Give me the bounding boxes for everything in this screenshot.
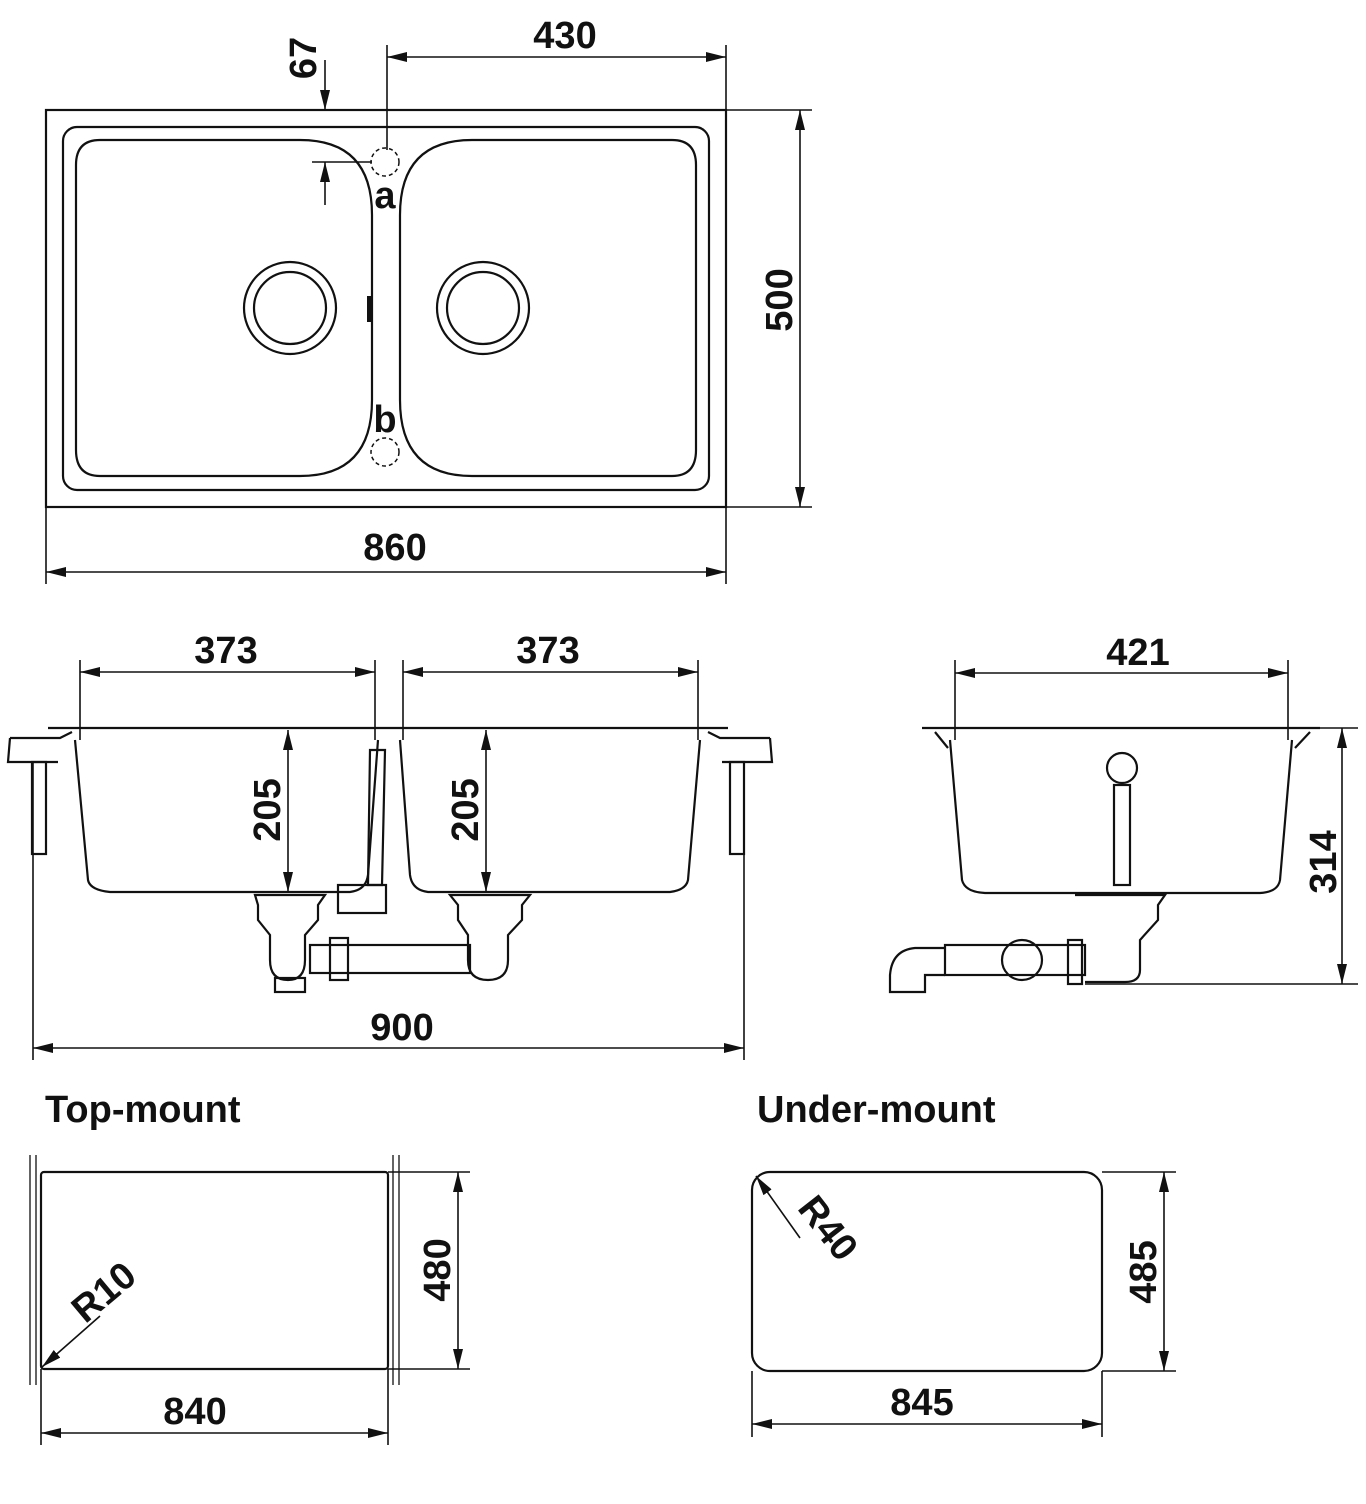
tap-b-label: b: [373, 399, 396, 441]
radius-r40: R40: [789, 1188, 865, 1269]
dim-421: 421: [1106, 632, 1169, 674]
dim-373-left: 373: [194, 630, 257, 672]
dim-480: 480: [417, 1238, 459, 1301]
tap-hole-b: [370, 437, 400, 467]
dim-67: 67: [283, 37, 325, 79]
dim-900: 900: [370, 1007, 433, 1049]
dim-860: 860: [363, 527, 426, 569]
clip-right: [728, 760, 746, 856]
under-mount-title: Under-mount: [757, 1089, 996, 1131]
dim-845: 845: [890, 1382, 953, 1424]
under-mount-cutout: Under-mount R40 485 845: [750, 1089, 1176, 1437]
dim-373-right: 373: [516, 630, 579, 672]
right-bowl: [398, 138, 698, 478]
tap-a-label: a: [374, 175, 396, 217]
dim-205-right: 205: [445, 778, 487, 841]
dim-205-left: 205: [247, 778, 289, 841]
dim-485: 485: [1123, 1240, 1165, 1303]
drain-right: [435, 260, 531, 356]
side-view: 421 314: [888, 632, 1358, 994]
clip-left: [30, 760, 48, 856]
dim-314: 314: [1303, 830, 1345, 893]
tap-hole-a: [370, 147, 400, 177]
radius-r10: R10: [64, 1254, 144, 1331]
dim-840: 840: [163, 1391, 226, 1433]
dim-500: 500: [759, 268, 801, 331]
front-view: 373 373 205 205 900: [6, 630, 774, 1060]
drain-left: [242, 260, 338, 356]
top-mount-cutout: Top-mount R10 480 840: [29, 1089, 470, 1445]
top-view: a b 430 67 500 860: [44, 15, 812, 584]
dim-430: 430: [533, 15, 596, 57]
left-bowl: [74, 138, 374, 478]
top-mount-title: Top-mount: [45, 1089, 241, 1131]
